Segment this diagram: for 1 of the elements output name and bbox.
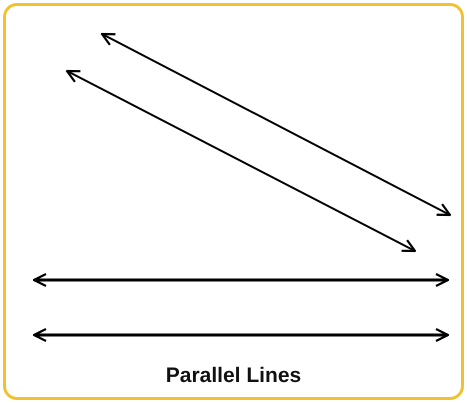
caption: Parallel Lines xyxy=(166,364,302,388)
